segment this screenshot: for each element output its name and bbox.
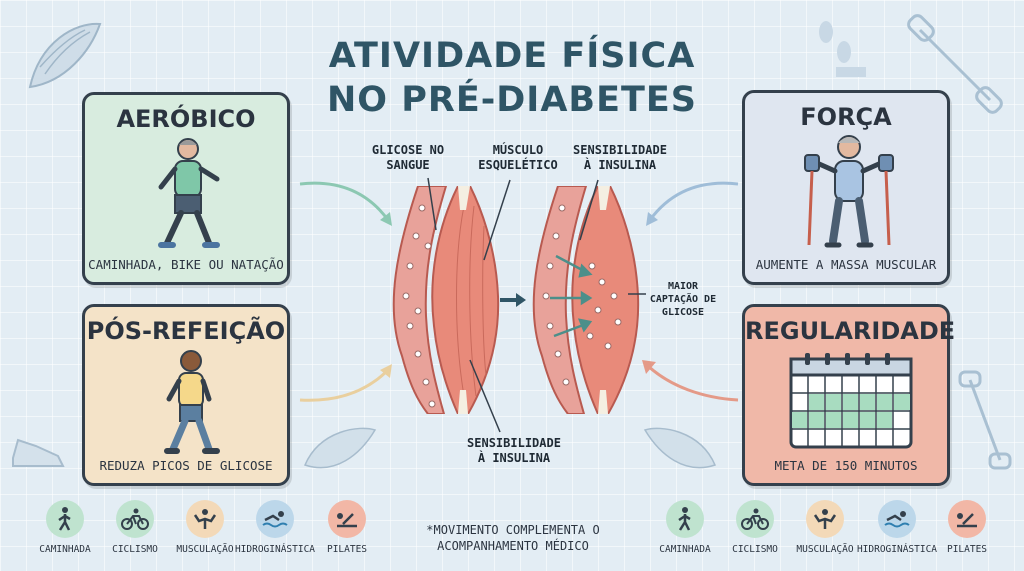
activity-label: HIDROGINÁSTICA bbox=[856, 544, 938, 555]
post-meal-card-title: PÓS-REFEIÇÃO bbox=[86, 317, 286, 345]
swimming-icon bbox=[256, 500, 294, 538]
cycling-icon bbox=[116, 500, 154, 538]
page-title-line1: ATIVIDADE FÍSICA bbox=[328, 36, 696, 76]
insulin-sensitivity-bottom-label: SENSIBILIDADE À INSULINA bbox=[467, 436, 561, 465]
activity-label: HIDROGINÁSTICA bbox=[234, 544, 316, 555]
sneaker-doodle-icon bbox=[12, 438, 65, 467]
activity-label: CICLISMO bbox=[732, 544, 778, 555]
activity-cycling-left: CICLISMO bbox=[100, 500, 170, 555]
aerobic-card: AERÓBICO CAMINHADA, BIKE OU NATAÇÃO bbox=[82, 92, 290, 285]
weights-icon bbox=[806, 500, 844, 538]
pilates-icon bbox=[948, 500, 986, 538]
activity-walking-right: CAMINHADA bbox=[650, 500, 720, 555]
strength-card-title: FORÇA bbox=[800, 103, 892, 131]
activity-swimming-right: HIDROGINÁSTICA bbox=[857, 500, 937, 555]
arrow-strength-to-muscle bbox=[646, 181, 739, 226]
activity-walking-left: CAMINHADA bbox=[30, 500, 100, 555]
footprints-doodle-icon bbox=[819, 21, 866, 77]
walking-icon bbox=[666, 500, 704, 538]
arrow-regularity-to-muscle bbox=[642, 360, 739, 402]
transition-arrow-icon bbox=[500, 293, 526, 307]
activity-label: PILATES bbox=[326, 544, 368, 555]
activity-label: MUSCULAÇÃO bbox=[176, 544, 234, 555]
leaf-doodle-icon bbox=[643, 427, 717, 469]
resistance-band-doodle-icon bbox=[907, 14, 1003, 114]
activity-weights-right: MUSCULAÇÃO bbox=[790, 500, 860, 555]
regularity-card-title: REGULARIDADE bbox=[745, 317, 956, 345]
walking-person-icon bbox=[164, 350, 220, 454]
activity-weights-left: MUSCULAÇÃO bbox=[170, 500, 240, 555]
activity-label: CAMINHADA bbox=[39, 544, 91, 555]
calendar-icon bbox=[789, 353, 913, 449]
arrow-aerobic-to-muscle bbox=[299, 181, 392, 226]
leaf-doodle-icon bbox=[303, 427, 377, 469]
activity-pilates-right: PILATES bbox=[932, 500, 1002, 555]
walking-man-icon bbox=[158, 138, 220, 248]
muscle-after-illustration bbox=[532, 186, 646, 414]
footnote: *MOVIMENTO COMPLEMENTA O ACOMPANHAMENTO … bbox=[426, 523, 600, 553]
activity-cycling-right: CICLISMO bbox=[720, 500, 790, 555]
page-title-line2: NO PRÉ-DIABETES bbox=[326, 80, 697, 120]
post-meal-card-caption: REDUZA PICOS DE GLICOSE bbox=[99, 458, 273, 473]
activity-pilates-left: PILATES bbox=[312, 500, 382, 555]
aerobic-card-title: AERÓBICO bbox=[116, 105, 256, 133]
pilates-icon bbox=[328, 500, 366, 538]
activity-label: PILATES bbox=[946, 544, 988, 555]
strength-card-caption: AUMENTE A MASSA MUSCULAR bbox=[755, 257, 937, 272]
swimming-icon bbox=[878, 500, 916, 538]
post-meal-card: PÓS-REFEIÇÃO REDUZA PICOS DE GLICOSE bbox=[82, 304, 290, 486]
activity-label: MUSCULAÇÃO bbox=[796, 544, 854, 555]
muscle-doodle-icon bbox=[28, 22, 102, 89]
strength-card: FORÇA AUMENTE A MASSA MUSCULAR bbox=[742, 90, 950, 285]
weightlifting-woman-icon bbox=[804, 135, 894, 248]
regularity-card: REGULARIDADE META DE 150 MINUTOS bbox=[742, 304, 956, 486]
activity-label: CICLISMO bbox=[112, 544, 158, 555]
band-doodle-icon bbox=[958, 370, 1012, 470]
aerobic-card-caption: CAMINHADA, BIKE OU NATAÇÃO bbox=[88, 257, 284, 272]
insulin-sensitivity-top-label: SENSIBILIDADE À INSULINA bbox=[573, 143, 667, 172]
arrow-post-meal-to-muscle bbox=[299, 364, 392, 402]
walking-icon bbox=[46, 500, 84, 538]
weights-icon bbox=[186, 500, 224, 538]
glucose-blood-label: GLICOSE NO SANGUE bbox=[371, 143, 445, 172]
cycling-icon bbox=[736, 500, 774, 538]
activity-swimming-left: HIDROGINÁSTICA bbox=[235, 500, 315, 555]
label-leader-lines bbox=[427, 177, 599, 433]
activity-label: CAMINHADA bbox=[659, 544, 711, 555]
glucose-uptake-label: MAIOR CAPTAÇÃO DE GLICOSE bbox=[649, 281, 717, 318]
skeletal-muscle-label: MÚSCULO ESQUELÉTICO bbox=[478, 143, 558, 172]
regularity-card-caption: META DE 150 MINUTOS bbox=[774, 458, 918, 473]
muscle-before-illustration bbox=[392, 186, 500, 414]
